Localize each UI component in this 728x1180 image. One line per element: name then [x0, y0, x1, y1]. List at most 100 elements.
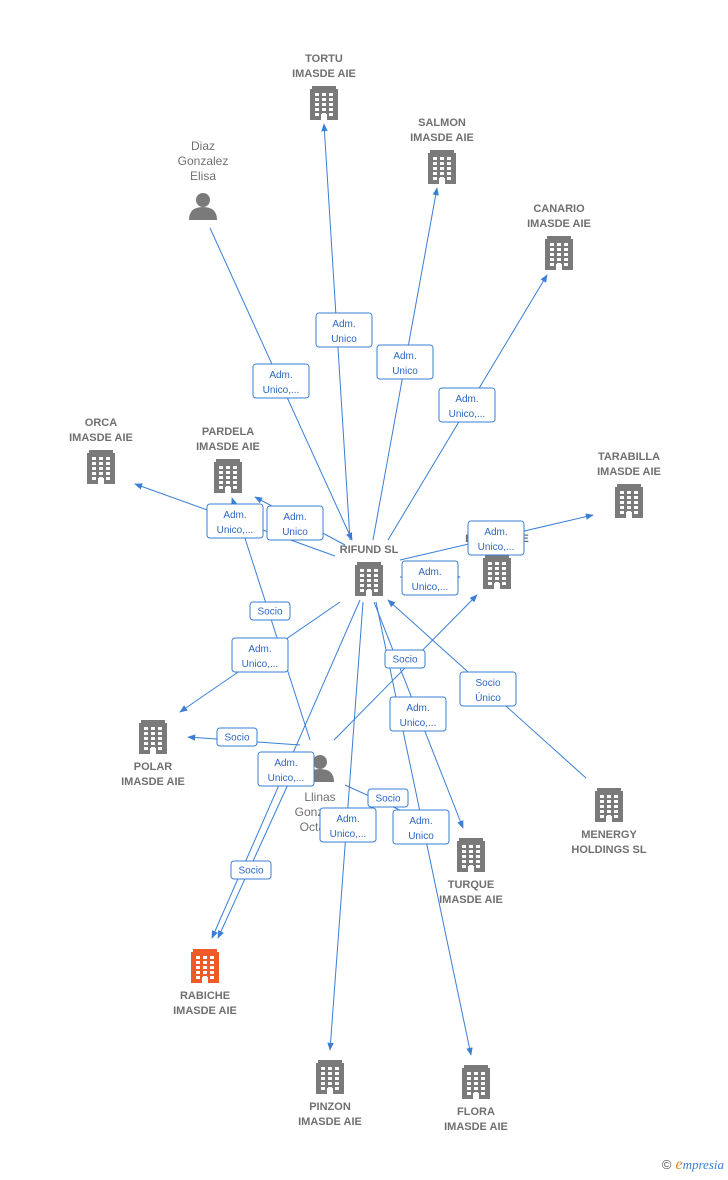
edge-label-text: Socio: [257, 607, 282, 618]
node-rifund[interactable]: RIFUND SL: [340, 544, 399, 596]
edge-label-text: Adm.: [269, 370, 292, 381]
edge-label-llinas-rabiche[interactable]: Socio: [230, 860, 272, 880]
edge-label-rifund-rabiche[interactable]: Adm.Unico,...: [257, 751, 315, 787]
edge-label-rifund-pinzon[interactable]: Adm.Unico,...: [319, 807, 377, 843]
edge-label-box: [467, 520, 525, 556]
edge-labels-layer: Adm.UnicoAdm.UnicoAdm.Unico,...Adm.Unico…: [206, 312, 525, 880]
building-icon: [310, 86, 338, 120]
edge-label-text: Unico: [408, 831, 434, 842]
node-menergy[interactable]: MENERGY HOLDINGS SL: [571, 788, 647, 856]
brand-initial: e: [675, 1156, 683, 1173]
edge-label-text: Unico,...: [412, 582, 449, 593]
node-label-orca: IMASDE AIE: [69, 432, 133, 444]
node-label-diaz: Elisa: [190, 169, 216, 183]
footer-brand[interactable]: ©empresia: [662, 1156, 724, 1174]
building-icon: [87, 450, 115, 484]
edge-label-text: Unico,...: [449, 409, 486, 420]
node-label-polar: POLAR: [134, 761, 173, 773]
edge-label-text: Adm.: [455, 394, 478, 405]
node-label-salmon: IMASDE AIE: [410, 132, 474, 144]
edge-label-box: [257, 751, 315, 787]
edge-label-box: [216, 727, 258, 747]
edge-llinas-rabiche: [217, 779, 291, 939]
building-icon: [316, 1060, 344, 1094]
node-label-pardela: IMASDE AIE: [196, 441, 260, 453]
edge-label-rifund-polar[interactable]: Adm.Unico,...: [231, 637, 289, 673]
building-icon: [214, 459, 242, 493]
node-label-pinzon: IMASDE AIE: [298, 1116, 362, 1128]
edge-label-llinas-turque[interactable]: Socio: [367, 788, 409, 808]
edge-label-box: [438, 387, 496, 423]
node-rabiche[interactable]: RABICHE IMASDE AIE: [173, 949, 237, 1017]
edge-label-diaz-rifund[interactable]: Adm.Unico,...: [252, 363, 310, 399]
edge-label-box: [252, 363, 310, 399]
edge-label-box: [230, 860, 272, 880]
building-icon: [483, 555, 511, 589]
person-icon: [189, 193, 217, 220]
node-label-flora: FLORA: [457, 1106, 495, 1118]
edge-label-text: Unico: [331, 334, 357, 345]
edge-label-rifund-tortu[interactable]: Adm. Unico: [315, 312, 373, 348]
edge-label-box: [249, 601, 291, 621]
node-label-diaz: Diaz: [191, 139, 215, 153]
edge-label-text: Adm.: [274, 758, 297, 769]
edge-label-text: Adm.: [283, 512, 306, 523]
edge-label-text: Unico: [282, 527, 308, 538]
edge-label-llinas-imasde_right[interactable]: Socio: [384, 649, 426, 669]
node-label-turque: TURQUE: [448, 879, 494, 891]
edge-label-box: [384, 649, 426, 669]
edge-label-text: Adm.: [332, 319, 355, 330]
node-label-pinzon: PINZON: [309, 1101, 351, 1113]
building-icon: [457, 838, 485, 872]
node-label-llinas: Llinas: [304, 790, 335, 804]
edge-label-text: Adm.: [393, 351, 416, 362]
node-label-tortu: TORTU: [305, 53, 343, 65]
copyright-symbol: ©: [661, 1157, 672, 1172]
brand-name: mpresia: [682, 1157, 724, 1172]
node-label-tarabilla: TARABILLA: [598, 451, 660, 463]
node-label-tortu: IMASDE AIE: [292, 68, 356, 80]
edge-label-text: Unico: [392, 366, 418, 377]
edge-label-text: Unico,...: [400, 718, 437, 729]
edge-label-box: [389, 696, 447, 732]
edge-label-rifund-flora[interactable]: Adm.Unico: [392, 809, 450, 845]
node-pinzon[interactable]: PINZON IMASDE AIE: [298, 1060, 362, 1128]
edge-label-rifund-canario[interactable]: Adm. Unico,...: [438, 387, 496, 423]
edge-label-rifund-turque[interactable]: Adm.Unico,...: [389, 696, 447, 732]
building-icon: [191, 949, 219, 983]
node-label-rabiche: RABICHE: [180, 990, 230, 1002]
edge-label-text: Socio: [375, 794, 400, 805]
edge-label-text: Socio: [392, 655, 417, 666]
edge-label-box: [266, 505, 324, 541]
edge-label-llinas-polar[interactable]: Socio: [216, 727, 258, 747]
node-label-menergy: HOLDINGS SL: [571, 844, 646, 856]
edge-label-llinas-pardela[interactable]: Socio: [249, 601, 291, 621]
edge-label-rifund-salmon[interactable]: Adm. Unico: [376, 344, 434, 380]
edge-label-box: [392, 809, 450, 845]
edge-label-rifund-imasde_right[interactable]: Adm.Unico,...: [401, 560, 459, 596]
building-icon: [595, 788, 623, 822]
edge-label-text: Adm.: [223, 510, 246, 521]
node-tortu[interactable]: TORTU IMASDE AIE: [292, 53, 356, 120]
building-icon: [139, 720, 167, 754]
edge-label-box: [231, 637, 289, 673]
edge-label-rifund-tarabilla[interactable]: Adm.Unico,...: [467, 520, 525, 556]
edge-label-text: Socio: [238, 866, 263, 877]
edge-label-rifund-pardela[interactable]: Adm. Unico: [266, 505, 324, 541]
node-label-menergy: MENERGY: [581, 829, 637, 841]
node-label-polar: IMASDE AIE: [121, 776, 185, 788]
node-polar[interactable]: POLAR IMASDE AIE: [121, 720, 185, 788]
edge-label-text: Socio: [475, 678, 500, 689]
edge-label-box: [315, 312, 373, 348]
node-label-rabiche: IMASDE AIE: [173, 1005, 237, 1017]
edge-label-rifund-orca[interactable]: Adm.Unico,...: [206, 503, 264, 539]
